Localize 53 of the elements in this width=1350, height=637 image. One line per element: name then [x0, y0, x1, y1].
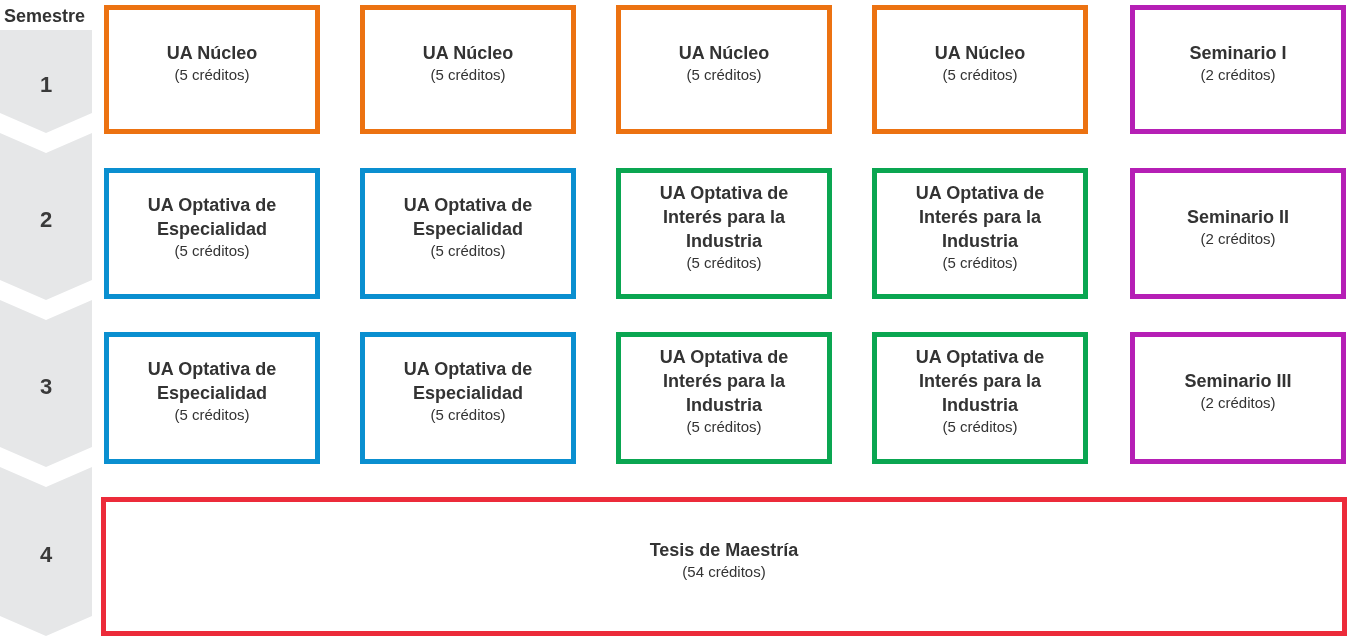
credits-text: (2 créditos) — [1200, 64, 1276, 85]
course-box — [872, 332, 1088, 464]
course-box — [1130, 332, 1346, 464]
course-title: Seminario III — [1184, 370, 1292, 393]
course-box — [1130, 5, 1346, 134]
credits-text: (5 créditos) — [942, 64, 1018, 85]
course-title: UA Optativa de Especialidad — [402, 358, 534, 405]
course-title: Seminario II — [1186, 205, 1289, 229]
course-box — [360, 5, 576, 134]
semester-number: 4 — [39, 541, 53, 569]
credits-text: (5 créditos) — [430, 405, 506, 425]
course-title: Seminario I — [1189, 41, 1287, 65]
course-title: UA Optativa de Especialidad — [402, 193, 534, 241]
credits-text: (54 créditos) — [682, 561, 766, 582]
credits-text: (5 créditos) — [686, 417, 762, 437]
course-box — [1130, 168, 1346, 299]
course-title: UA Núcleo — [678, 41, 770, 65]
course-title: UA Optativa de Especialidad — [146, 193, 278, 241]
course-title: UA Optativa de Especialidad — [146, 358, 278, 405]
credits-text: (5 créditos) — [174, 64, 250, 85]
credits-text: (5 créditos) — [942, 417, 1018, 437]
course-box — [104, 168, 320, 299]
course-box — [616, 168, 832, 299]
course-box — [360, 168, 576, 299]
course-box — [872, 168, 1088, 299]
course-box — [101, 497, 1347, 636]
course-title: Tesis de Maestría — [649, 538, 799, 562]
course-box — [616, 5, 832, 134]
semester-number: 2 — [39, 206, 53, 234]
credits-text: (5 créditos) — [686, 252, 762, 273]
course-box — [104, 332, 320, 464]
credits-text: (5 créditos) — [430, 240, 506, 261]
credits-text: (5 créditos) — [942, 252, 1018, 273]
credits-text: (5 créditos) — [430, 64, 506, 85]
credits-text: (2 créditos) — [1200, 228, 1276, 249]
course-title: UA Optativa de Interés para la Industria — [658, 181, 790, 253]
course-box — [616, 332, 832, 464]
course-title: UA Núcleo — [934, 41, 1026, 65]
column-heading: Semestre — [4, 5, 86, 28]
course-box — [360, 332, 576, 464]
course-title: UA Optativa de Interés para la Industria — [914, 181, 1046, 253]
credits-text: (5 créditos) — [686, 64, 762, 85]
course-title: UA Optativa de Interés para la Industria — [658, 346, 790, 417]
course-title: UA Núcleo — [166, 41, 258, 65]
credits-text: (2 créditos) — [1200, 393, 1276, 413]
credits-text: (5 créditos) — [174, 405, 250, 425]
semester-number: 3 — [39, 373, 53, 401]
course-title: UA Núcleo — [422, 41, 514, 65]
course-box — [872, 5, 1088, 134]
course-box — [104, 5, 320, 134]
semester-number: 1 — [39, 71, 53, 99]
course-title: UA Optativa de Interés para la Industria — [914, 346, 1046, 417]
credits-text: (5 créditos) — [174, 240, 250, 261]
